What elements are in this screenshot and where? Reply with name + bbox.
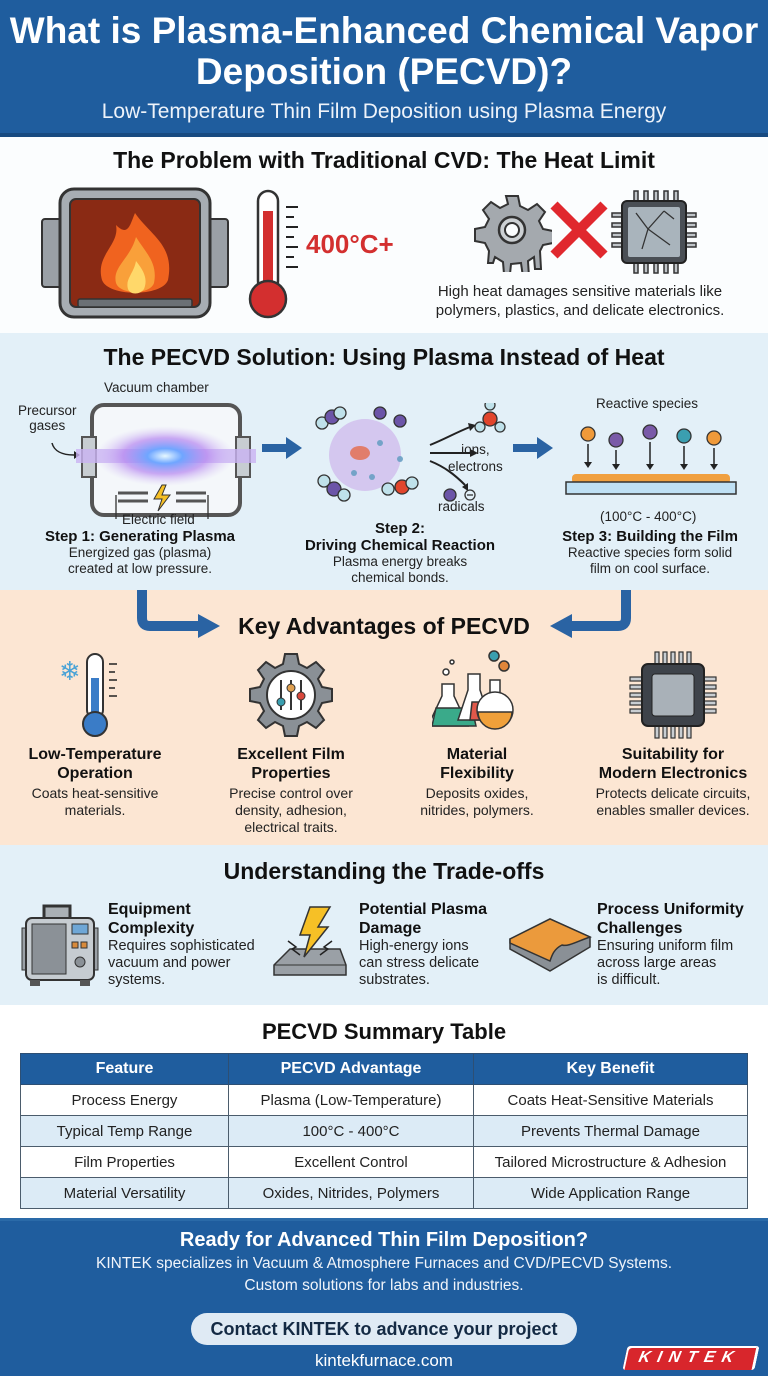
column-header: Feature <box>20 1053 229 1085</box>
step-2: Step 2: Driving Chemical Reaction Plasma… <box>304 520 496 585</box>
contact-kintek-button[interactable]: Contact KINTEK to advance your project <box>191 1313 577 1345</box>
tradeoff-plasma-damage: Potential Plasma Damage High-energy ions… <box>359 901 488 988</box>
tradeoffs-section: Understanding the Trade-offs Equipment C… <box>0 845 768 1005</box>
uneven-film-icon <box>509 918 592 972</box>
column-header: Key Benefit <box>473 1053 748 1085</box>
table-row: Process Energy Plasma (Low-Temperature) … <box>20 1084 748 1116</box>
table-row: Film Properties Excellent Control Tailor… <box>20 1146 748 1178</box>
tradeoff-process-uniformity: Process Uniformity Challenges Ensuring u… <box>597 901 744 988</box>
bend-arrow-left-icon <box>550 590 631 638</box>
gear-sliders-icon <box>249 653 333 737</box>
bend-arrow-right-icon <box>137 590 220 638</box>
column-header: PECVD Advantage <box>228 1053 474 1085</box>
advantage-modern-electronics: Suitability for Modern Electronics Prote… <box>578 650 768 819</box>
radicals-label: radicals <box>438 499 485 514</box>
table-row: Material Versatility Oxides, Nitrides, P… <box>20 1177 748 1209</box>
problem-description: High heat damages sensitive materials li… <box>435 283 725 319</box>
summary-table-heading: PECVD Summary Table <box>261 1019 507 1044</box>
red-x-icon <box>550 201 608 259</box>
kintek-logo: KINTEK <box>622 1346 760 1370</box>
step-3: Step 3: Building the Film Reactive speci… <box>562 528 738 576</box>
ions-electrons-label: ions, electrons <box>448 442 503 474</box>
vacuum-chamber-label: Vacuum chamber <box>104 380 209 395</box>
advantage-material-flexibility: Material Flexibility Deposits oxides,nit… <box>382 650 572 819</box>
tradeoff-equipment-complexity: Equipment Complexity Requires sophistica… <box>108 901 255 988</box>
lightning-substrate-icon <box>273 906 347 976</box>
solution-heading: The PECVD Solution: Using Plasma Instead… <box>103 344 665 370</box>
arrow-right-icon <box>513 437 553 459</box>
summary-table: Feature PECVD Advantage Key Benefit Proc… <box>20 1053 748 1209</box>
flasks-icon <box>426 650 514 730</box>
step-1: Step 1: Generating Plasma Energized gas … <box>44 528 236 576</box>
summary-table-section: PECVD Summary Table Feature PECVD Advant… <box>0 1005 768 1218</box>
vacuum-chamber-diagram <box>51 403 256 519</box>
page-subtitle: Low-Temperature Thin Film Deposition usi… <box>101 100 667 123</box>
melting-gear-icon <box>474 195 552 272</box>
microchip-icon <box>629 651 717 739</box>
cold-thermometer-icon: ❄ <box>59 653 117 737</box>
advantage-low-temperature: ❄ Low-Temperature Operation Coats heat-s… <box>0 650 190 819</box>
table-row: Typical Temp Range 100°C - 400°C Prevent… <box>20 1115 748 1147</box>
footer-cta: Ready for Advanced Thin Film Deposition?… <box>0 1218 768 1376</box>
advantage-film-properties: Excellent Film Properties Precise contro… <box>196 650 386 836</box>
thermometer-hot-icon <box>248 189 298 319</box>
plasma-reaction-diagram <box>315 403 506 502</box>
advantages-section: Key Advantages of PECVD ❄ Low-Temperatur… <box>0 590 768 845</box>
footer-description-2: Custom solutions for labs and industries… <box>244 1277 524 1294</box>
arrow-right-icon <box>262 437 302 459</box>
furnace-fire-icon <box>41 187 229 319</box>
machine-icon <box>21 904 99 986</box>
film-deposition-diagram <box>565 424 737 495</box>
temperature-value: 400°C+ <box>306 229 394 259</box>
precursor-gases-label: Precursor gases <box>18 403 77 433</box>
table-header-row: Feature PECVD Advantage Key Benefit <box>20 1053 748 1085</box>
advantages-heading: Key Advantages of PECVD <box>238 613 530 639</box>
header-banner: What is Plasma-Enhanced Chemical Vapor D… <box>0 0 768 137</box>
electric-field-label: Electric field <box>122 512 195 527</box>
svg-text:❄: ❄ <box>59 656 81 686</box>
solution-section: The PECVD Solution: Using Plasma Instead… <box>0 333 768 590</box>
page-title: What is Plasma-Enhanced Chemical Vapor D… <box>9 10 759 92</box>
problem-section: The Problem with Traditional CVD: The He… <box>0 137 768 333</box>
cracked-chip-icon <box>611 190 697 274</box>
temp-range-label: (100°C - 400°C) <box>600 509 697 524</box>
reactive-species-label: Reactive species <box>596 396 699 411</box>
problem-heading: The Problem with Traditional CVD: The He… <box>113 147 655 173</box>
tradeoffs-heading: Understanding the Trade-offs <box>223 858 545 884</box>
footer-title: Ready for Advanced Thin Film Deposition? <box>179 1229 589 1251</box>
website-link[interactable]: kintekfurnace.com <box>315 1351 453 1370</box>
footer-description-1: KINTEK specializes in Vacuum & Atmospher… <box>95 1255 673 1272</box>
